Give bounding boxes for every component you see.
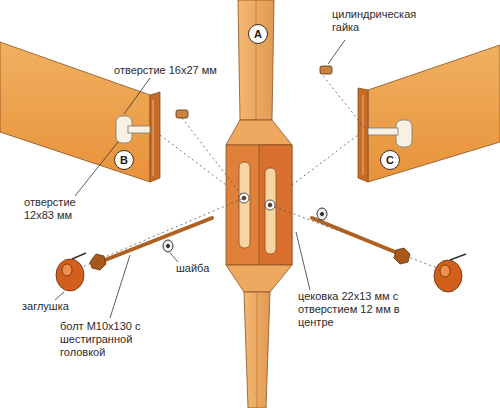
bolt <box>90 218 410 270</box>
rail-c <box>358 45 500 182</box>
callout-letter: C <box>386 155 394 166</box>
washer <box>163 208 327 252</box>
post <box>226 0 292 408</box>
leader-lines <box>55 40 345 318</box>
callout-circle: C <box>380 150 400 170</box>
part-label: цилиндрическая гайка <box>330 8 426 34</box>
part-label: цековка 22x13 мм с отверстием 12 мм в це… <box>296 290 412 330</box>
callout-circle: B <box>114 150 134 170</box>
part-label: болт М10x130 с шестигранной головкой <box>58 320 162 360</box>
part-label: отверстие 16x27 мм <box>112 64 219 77</box>
callout-letter: B <box>120 155 128 166</box>
alignment-lines <box>70 72 448 272</box>
part-label: заглушка <box>20 300 71 313</box>
part-label: шайба <box>174 262 211 275</box>
rail-b <box>0 42 160 182</box>
callout-circle: A <box>248 24 268 44</box>
part-label: отверстие 12x83 мм <box>22 196 106 222</box>
plug <box>56 253 466 292</box>
callout-letter: A <box>254 29 262 40</box>
